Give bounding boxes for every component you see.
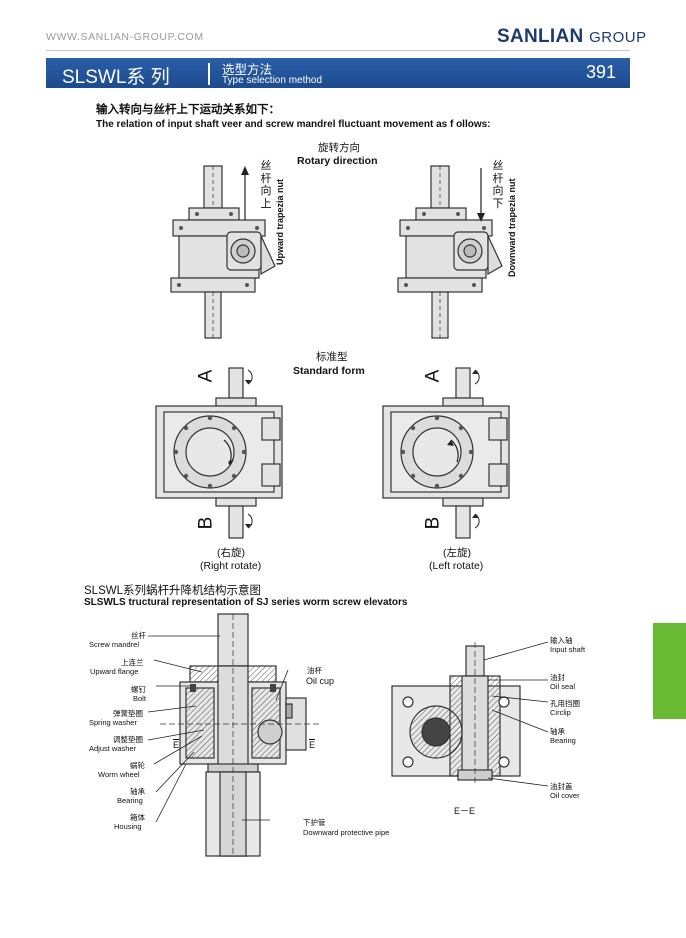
part-spring-washer-cn: 弹簧垫圈 xyxy=(113,709,143,718)
rotary-direction-cn: 旋转方向 xyxy=(318,142,360,154)
standard-right-rotate-drawing xyxy=(155,367,283,539)
part-upward-flange-en: Upward flange xyxy=(90,667,139,676)
page-number: 391 xyxy=(586,62,617,82)
part-worm-wheel-en: Worm wheel xyxy=(98,770,140,779)
letter-b-right: B xyxy=(422,516,444,530)
section-mark-right: E xyxy=(309,740,316,750)
part-adjust-washer-cn: 调整垫圈 xyxy=(113,735,143,744)
part-adjust-washer-en: Adjust washer xyxy=(89,744,137,753)
website-url: WWW.SANLIAN-GROUP.COM xyxy=(46,31,204,43)
upward-label-cn: 丝杆向上 xyxy=(260,160,272,210)
section-mark-left: E xyxy=(173,740,180,750)
brand-main: SANLIAN xyxy=(497,26,584,47)
letter-b-left: B xyxy=(195,516,217,530)
letter-a-right: A xyxy=(422,369,444,383)
part-worm-wheel-cn: 蜗轮 xyxy=(130,761,145,770)
structure-title-cn: SLSWL系列蜗杆升降机结构示意图 xyxy=(84,585,261,597)
header-divider xyxy=(46,50,630,51)
part-screw-mandrel-en: Screw mandrel xyxy=(89,640,140,649)
part-circlip-cn: 孔用挡圈 xyxy=(550,699,580,708)
title-band xyxy=(46,58,630,88)
part-screw-mandrel-cn: 丝杆 xyxy=(131,631,146,640)
standard-form-cn: 标准型 xyxy=(316,351,348,363)
upward-label-en: Upward trapezia nut xyxy=(275,178,285,265)
relation-title-cn: 输入转向与丝杆上下运动关系如下： xyxy=(96,104,280,116)
part-spring-washer-en: Spring washer xyxy=(89,718,137,727)
rotary-direction-en: Rotary direction xyxy=(297,155,378,167)
part-oil-seal-en: Oil seal xyxy=(550,682,576,691)
letter-a-left: A xyxy=(195,369,217,383)
section-e-e-drawing xyxy=(391,641,549,787)
part-upward-flange-cn: 上连兰 xyxy=(121,658,144,667)
structure-title-en: SLSWLS tructural representation of SJ se… xyxy=(84,597,408,608)
part-housing-cn: 箱体 xyxy=(130,813,145,822)
standard-left-rotate-drawing xyxy=(382,367,510,539)
left-rotate-cn: (左旋) xyxy=(443,547,471,559)
part-bearing-en: Bearing xyxy=(117,796,143,805)
arrow-up-icon xyxy=(241,166,249,220)
down-pipe-cn: 下护管 xyxy=(303,818,326,827)
part-bearing-right-en: Bearing xyxy=(550,736,576,745)
left-rotate-en: (Left rotate) xyxy=(429,560,484,572)
series-title: SLSWL系 列 xyxy=(62,67,170,88)
section-title-en: Type selection method xyxy=(222,75,323,86)
elevator-cross-section-drawing xyxy=(147,613,320,857)
part-bolt-cn: 螺钉 xyxy=(131,685,146,694)
part-circlip-en: Circlip xyxy=(550,708,571,717)
part-oil-cover-cn: 油封盖 xyxy=(550,782,573,791)
standard-form-en: Standard form xyxy=(293,365,365,377)
brand-logo: SANLIAN GROUP xyxy=(497,26,647,48)
title-separator xyxy=(208,63,210,85)
oil-cup-en: Oil cup xyxy=(306,676,335,686)
section-e-e-label: E－E xyxy=(454,806,476,816)
part-input-shaft-cn: 输入轴 xyxy=(550,636,573,645)
right-rotate-cn: (右旋) xyxy=(217,547,245,559)
elevator-downward-drawing xyxy=(397,165,503,339)
part-input-shaft-en: Input shaft xyxy=(550,645,586,654)
part-bolt-en: Bolt xyxy=(133,694,146,703)
side-tab xyxy=(653,623,686,719)
oil-cup-cn: 油杯 xyxy=(307,666,322,675)
brand-sub: GROUP xyxy=(589,29,647,46)
downward-label-en: Downward trapezia nut xyxy=(507,178,517,277)
part-oil-seal-cn: 油封 xyxy=(550,673,565,682)
arrow-down-icon xyxy=(477,168,485,222)
right-rotate-en: (Right rotate) xyxy=(200,560,262,572)
part-oil-cover-en: Oil cover xyxy=(550,791,580,800)
part-bearing-cn: 轴承 xyxy=(130,787,145,796)
elevator-upward-drawing xyxy=(170,165,276,339)
relation-title-en: The relation of input shaft veer and scr… xyxy=(96,119,491,130)
section-title-cn: 选型方法 xyxy=(222,63,273,77)
downward-label-cn: 丝杆向下 xyxy=(492,160,504,210)
part-bearing-right-cn: 轴承 xyxy=(550,727,565,736)
down-pipe-en: Downward protective pipe xyxy=(303,828,390,837)
part-housing-en: Housing xyxy=(114,822,142,831)
